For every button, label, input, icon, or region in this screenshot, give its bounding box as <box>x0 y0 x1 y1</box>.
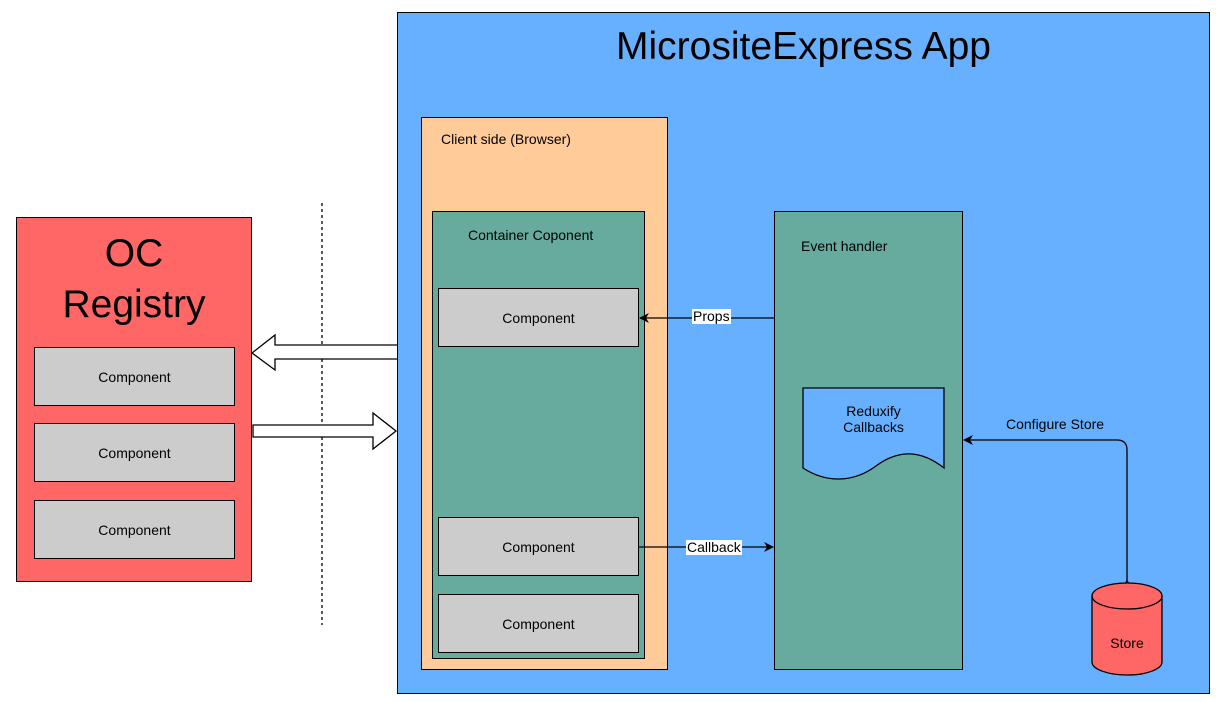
container-child-component-label: Component <box>502 615 575 632</box>
oc-registry-title-line1: OC <box>104 232 164 275</box>
container-child-component: Component <box>438 288 639 347</box>
callback-label: Callback <box>686 539 742 555</box>
response-arrow-right <box>252 411 398 451</box>
microsite-app-title: MicrositeExpress App <box>616 25 991 68</box>
request-arrow-left <box>250 333 397 372</box>
container-component-label: Container Coponent <box>468 227 594 243</box>
container-component-box <box>432 211 645 659</box>
container-child-component: Component <box>438 517 639 576</box>
configure-store-label: Configure Store <box>1006 416 1105 432</box>
oc-registry-title: OC Registry <box>16 228 252 330</box>
configure-store-connector <box>963 435 1132 589</box>
registry-component: Component <box>34 500 235 559</box>
container-child-component-label: Component <box>502 309 575 326</box>
container-child-component-label: Component <box>502 538 575 555</box>
oc-registry-title-line2: Registry <box>62 283 206 326</box>
store-cylinder <box>1091 582 1163 676</box>
registry-component: Component <box>34 423 235 482</box>
reduxify-line1: Reduxify <box>846 403 901 419</box>
client-side-label: Client side (Browser) <box>441 131 571 147</box>
registry-component-label: Component <box>98 521 171 538</box>
registry-component-label: Component <box>98 368 171 385</box>
container-child-component: Component <box>438 594 639 653</box>
reduxify-line2: Callbacks <box>843 419 904 435</box>
store-label: Store <box>1110 635 1144 651</box>
registry-component: Component <box>34 347 235 406</box>
event-handler-label: Event handler <box>801 238 888 254</box>
reduxify-callbacks-label: Reduxify Callbacks <box>803 403 944 435</box>
props-label: Props <box>692 308 731 324</box>
registry-component-label: Component <box>98 444 171 461</box>
reduxify-callbacks-shape <box>802 387 945 480</box>
